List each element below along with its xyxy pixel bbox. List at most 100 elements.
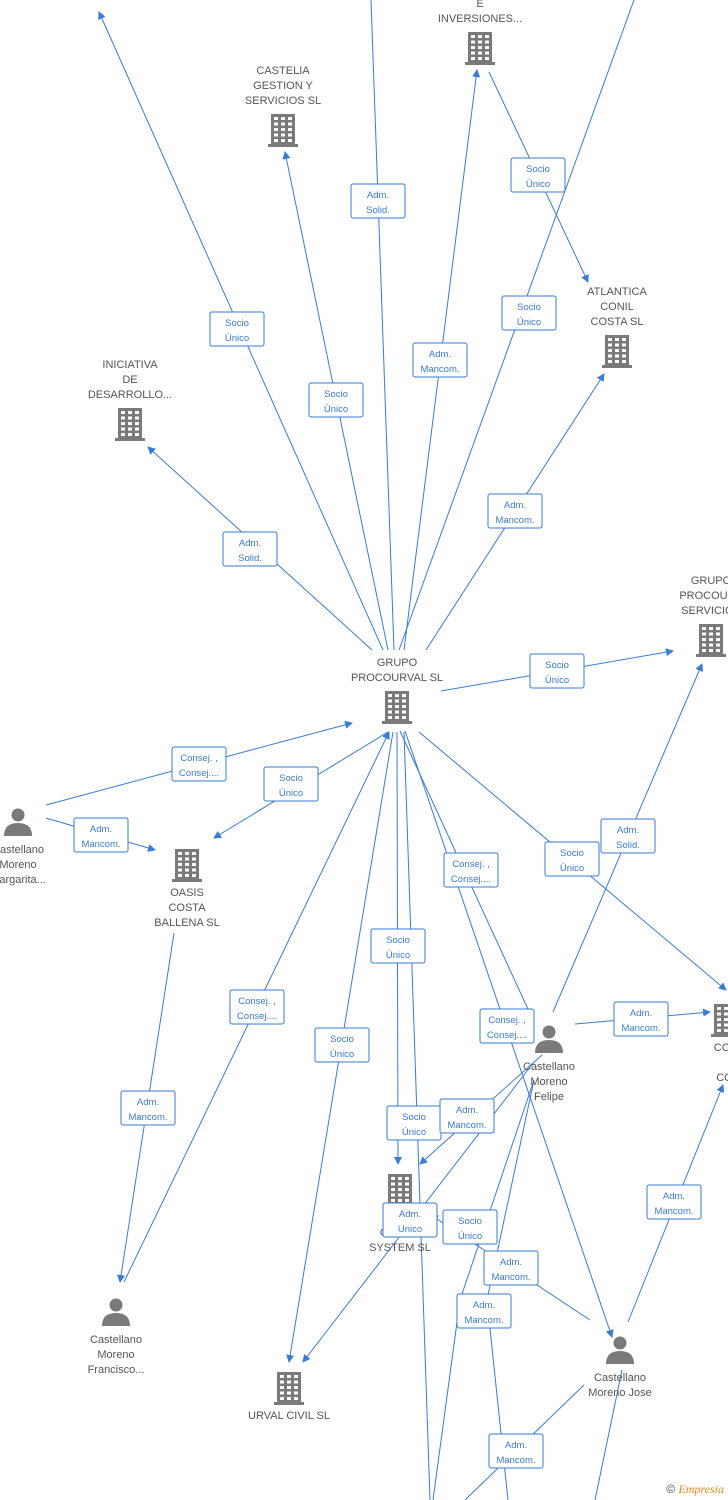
relation-text: Socio [324,389,348,400]
relation-label[interactable]: Consej. ,Consej.... [229,989,285,1025]
relation-label[interactable]: Adm.Mancom. [456,1293,512,1329]
relation-box [439,1098,495,1134]
relation-box [209,311,265,347]
relation-box [544,841,600,877]
node-label: INICIATIVA [102,359,158,371]
node-francisco[interactable]: CastellanoMorenoFrancisco... [88,1298,145,1377]
relation-text: Mancom. [621,1023,660,1034]
node-grupo[interactable]: GRUPO PROCOURVAL SL [351,657,443,724]
edge-line [459,1079,535,1301]
relation-label[interactable]: Consej. ,Consej.... [479,1008,535,1044]
relation-box [487,493,543,529]
building-icon [172,849,202,882]
relation-text: Consej. , [488,1015,526,1026]
relation-label[interactable]: Adm.Unico [382,1202,438,1238]
relation-label[interactable]: Adm.Mancom. [613,1001,669,1037]
relation-label[interactable]: Adm.Mancom. [487,493,543,529]
relation-box [222,531,278,567]
relation-text: Socio [402,1112,426,1123]
relation-label[interactable]: Consej. ,Consej.... [443,852,499,888]
relation-label[interactable]: Consej. ,Consej.... [171,746,227,782]
node-label: E [476,0,483,10]
relation-box [479,1008,535,1044]
relation-box [510,157,566,193]
relation-label[interactable]: Adm.Solid. [222,531,278,567]
relation-text: Único [225,333,249,344]
edge-layer [45,0,727,1500]
node-inversiones[interactable]: EINVERSIONES... [438,0,522,65]
node-iniciativa[interactable]: INICIATIVADEDESARROLLO... [88,359,172,441]
relation-label[interactable]: Adm.Mancom. [483,1250,539,1286]
person-icon [606,1336,634,1364]
relation-text: Adm. [663,1191,685,1202]
relation-label[interactable]: Adm.Solid. [350,183,406,219]
relation-text: Único [279,788,303,799]
relation-text: Mancom. [420,364,459,375]
node-label: COSTA [168,902,206,914]
relation-label[interactable]: Adm.Mancom. [488,1433,544,1469]
node-margarita[interactable]: CastellanoMorenoMargarita... [0,808,46,887]
node-grupo2[interactable]: GRUPOPROCOURVSERVICIOS [679,575,728,657]
relation-text: Adm. [90,824,112,835]
relation-text: Mancom. [496,1455,535,1466]
node-label: PROCOURVAL SL [351,672,443,684]
relation-label[interactable]: Adm.Mancom. [120,1090,176,1126]
relation-label[interactable]: Adm.Solid. [600,818,656,854]
relation-text: Consej.... [237,1011,277,1022]
node-label: URVAL CIVIL SL [248,1410,330,1422]
node-label: Castellano [594,1372,646,1384]
relation-label[interactable]: Adm.Mancom. [73,817,129,853]
node-label: GRUPO [377,657,418,669]
relation-text: Consej. , [180,753,218,764]
brand-initial: E [678,1482,686,1496]
relation-label[interactable]: Adm.Mancom. [439,1098,495,1134]
relation-label[interactable]: Adm.Mancom. [646,1184,702,1220]
building-icon [382,691,412,724]
relation-label[interactable]: Adm.Mancom. [412,342,468,378]
relation-text: Adm. [367,190,389,201]
relation-text: Único [386,950,410,961]
person-icon [102,1298,130,1326]
node-label: Moreno [0,859,37,871]
relation-text: Solid. [616,840,640,851]
relation-box [488,1433,544,1469]
relation-box [442,1209,498,1245]
building-icon [268,114,298,147]
relation-text: Adm. [473,1300,495,1311]
brand-rest: mpresia [685,1482,724,1496]
node-urval[interactable]: URVAL CIVIL SL [248,1372,330,1422]
node-label: ATLANTICA [587,286,647,298]
building-icon [696,624,726,657]
relation-text: Socio [330,1034,354,1045]
relation-box [370,928,426,964]
building-icon [602,335,632,368]
node-label: Moreno [97,1349,134,1361]
node-label: Moreno [530,1076,567,1088]
node-label: SERVICIOS SL [245,95,321,107]
node-con[interactable]: CONCOI [711,1004,728,1084]
building-icon [465,32,495,65]
relation-text: Adm. [137,1097,159,1108]
relation-box [229,989,285,1025]
relation-box [483,1250,539,1286]
building-icon [115,408,145,441]
relation-text: Socio [225,318,249,329]
node-label: OASIS [170,887,204,899]
